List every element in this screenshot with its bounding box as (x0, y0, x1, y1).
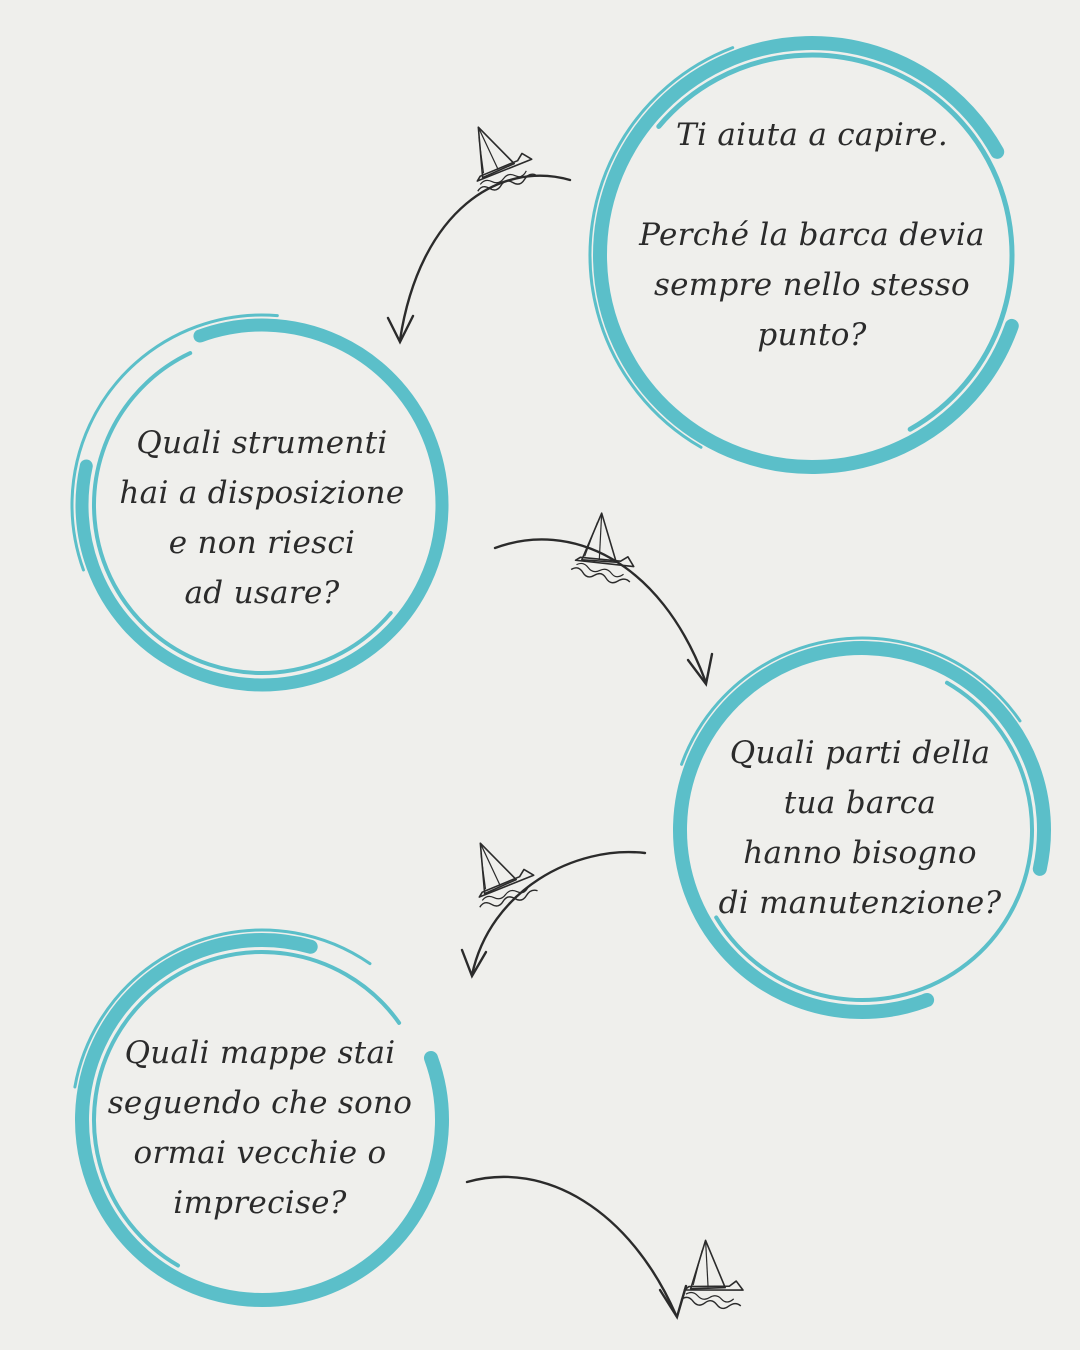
ring-middle-right (668, 636, 1056, 1024)
bubble-line: punto? (757, 317, 867, 353)
paper-boat-icon (461, 115, 538, 195)
bubble-line: e non riesci (168, 525, 356, 561)
curved-arrow-icon (386, 174, 572, 345)
bubble-line: ad usare? (184, 575, 340, 611)
bubble-maintenance-text: Quali parti della tua barca hanno bisogn… (660, 728, 1060, 928)
bubble-line: Quali strumenti (136, 425, 388, 461)
bubble-line: Quali parti della (729, 735, 991, 771)
bubble-line: hai a disposizione (119, 475, 405, 511)
bubble-line: di manutenzione? (718, 885, 1002, 921)
bubble-line: Perché la barca devia (639, 217, 985, 253)
bubble-line: sempre nello stesso (653, 267, 971, 303)
curved-arrow-icon (493, 538, 714, 687)
ring-top-right (588, 31, 1036, 479)
ring-bottom-left (70, 928, 454, 1312)
bubble-line: hanno bisogno (743, 835, 977, 871)
bubble-intro-line: Ti aiuta a capire. (676, 117, 948, 153)
curved-arrow-icon (460, 850, 647, 979)
bubble-line: imprecise? (173, 1185, 347, 1221)
curved-arrow-icon (465, 1175, 688, 1320)
bubble-line: tua barca (783, 785, 937, 821)
bubble-maps-text: Quali mappe stai seguendo che sono ormai… (60, 1028, 460, 1228)
paper-boat-icon (463, 831, 540, 911)
bubble-line: Quali mappe stai (124, 1035, 396, 1071)
ring-middle-left (70, 313, 454, 697)
bubble-line: seguendo che sono (107, 1085, 413, 1121)
paper-boat-icon (679, 1237, 750, 1312)
bubble-boat-deviation-text: Ti aiuta a capire. Perché la barca devia… (612, 110, 1012, 360)
bubble-tools-text: Quali strumenti hai a disposizione e non… (62, 418, 462, 618)
paper-boat-icon (569, 508, 646, 588)
bubble-line: ormai vecchie o (133, 1135, 387, 1171)
bubble-gap (612, 160, 1012, 210)
